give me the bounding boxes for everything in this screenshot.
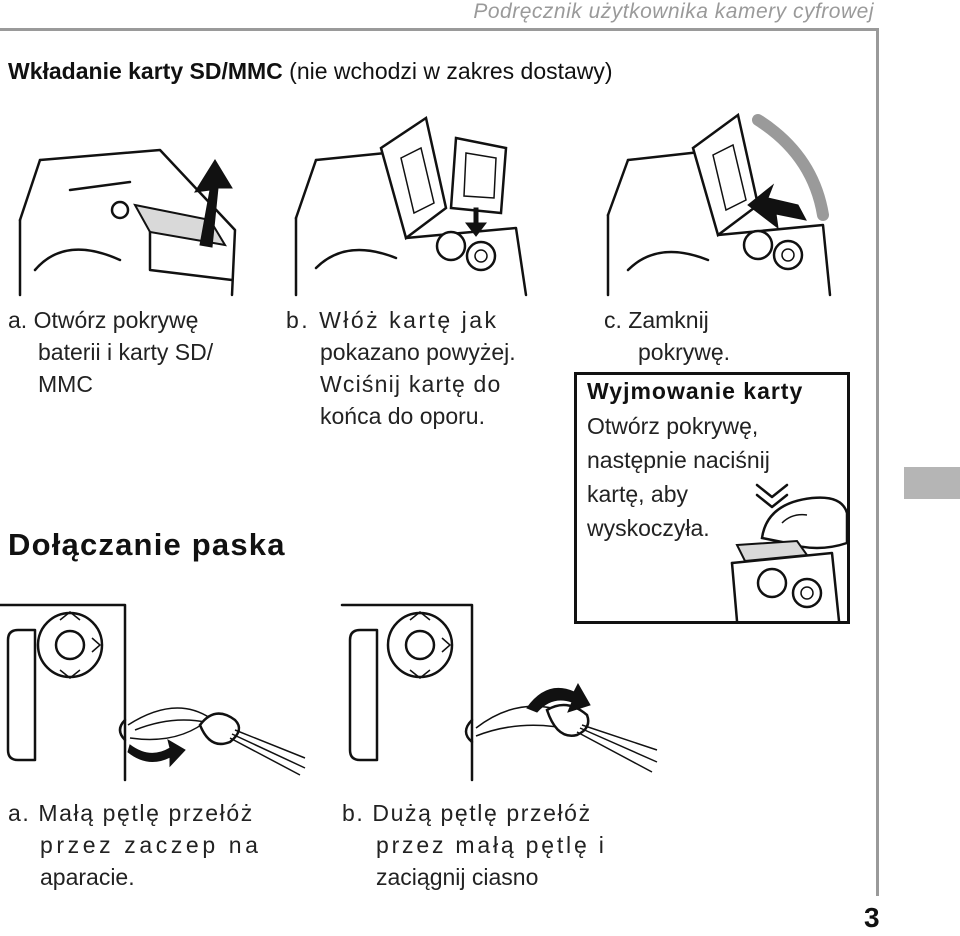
insert-step-c: c. Zamknij pokrywę. <box>604 304 804 368</box>
camera-insert-card-illustration <box>294 115 528 297</box>
strap-step-b-line: przez małą pętlę i <box>376 832 607 858</box>
insert-step-b-line: pokazano powyżej. <box>320 339 516 365</box>
insert-step-c-line: pokrywę. <box>638 339 731 365</box>
insert-step-b-line: Wciśnij kartę do <box>320 371 502 397</box>
remove-card-title: Wyjmowanie karty <box>587 378 804 404</box>
insert-card-heading: Wkładanie karty SD/MMC (nie wchodzi w za… <box>8 58 613 85</box>
camera-open-cover-illustration <box>18 148 237 297</box>
page-number: 3 <box>864 902 880 933</box>
insert-step-a-line: a. Otwórz pokrywę <box>8 307 199 333</box>
strap-step-b-line: b. Dużą pętlę przełóż <box>342 800 592 826</box>
insert-card-heading-note: (nie wchodzi w zakres dostawy) <box>282 58 613 84</box>
attach-strap-heading: Dołączanie paska <box>8 527 286 562</box>
strap-tighten-illustration <box>340 603 658 782</box>
running-header: Podręcznik użytkownika kamery cyfrowej <box>473 0 874 23</box>
insert-step-a-line: baterii i karty SD/ <box>38 339 214 365</box>
insert-step-b-line: b. Włóż kartę jak <box>286 307 499 333</box>
camera-close-cover-illustration <box>606 112 832 297</box>
strap-step-a-line: przez zaczep na <box>40 832 262 858</box>
insert-step-b-line: końca do oporu. <box>320 403 485 429</box>
remove-card-line: następnie naciśnij <box>587 447 770 473</box>
strap-step-a: a. Małą pętlę przełóż przez zaczep na ap… <box>8 797 298 893</box>
remove-card-line: Otwórz pokrywę, <box>587 413 759 439</box>
insert-step-b: b. Włóż kartę jak pokazano powyżej. Wciś… <box>286 304 568 432</box>
strap-step-b: b. Dużą pętlę przełóż przez małą pętlę i… <box>342 797 647 893</box>
strap-step-a-line: a. Małą pętlę przełóż <box>8 800 254 826</box>
remove-card-box: Wyjmowanie karty Otwórz pokrywę, następn… <box>574 372 850 624</box>
strap-step-b-line: zaciągnij ciasno <box>376 864 539 890</box>
insert-step-a: a. Otwórz pokrywę baterii i karty SD/ MM… <box>8 304 258 400</box>
section-tab-marker <box>904 467 960 499</box>
insert-card-heading-bold: Wkładanie karty SD/MMC <box>8 58 283 84</box>
margin-rule <box>876 28 879 896</box>
strap-step-a-line: aparacie. <box>40 864 135 890</box>
remove-card-line: kartę, aby <box>587 481 688 507</box>
header-rule <box>0 28 879 31</box>
strap-loop-illustration <box>0 603 306 782</box>
remove-card-line: wyskoczyła. <box>587 515 710 541</box>
insert-step-a-line: MMC <box>38 371 93 397</box>
insert-step-c-line: c. Zamknij <box>604 307 709 333</box>
press-card-illustration <box>730 483 849 623</box>
